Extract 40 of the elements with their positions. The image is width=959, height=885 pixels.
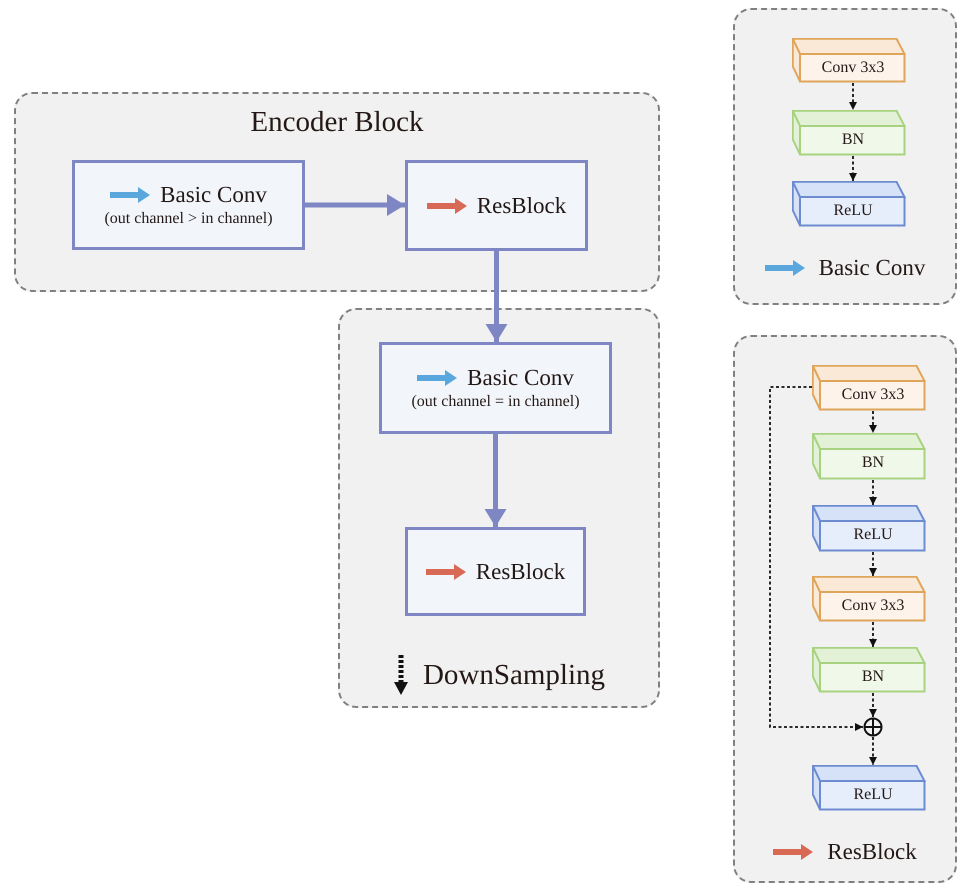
arrow <box>849 83 857 110</box>
layer-label: BN <box>860 454 886 472</box>
arrow <box>869 552 877 576</box>
arrow <box>769 386 863 731</box>
process-box <box>405 160 588 251</box>
panel-label: DownSampling <box>422 658 606 692</box>
sum-circle <box>863 717 883 737</box>
process-box <box>379 342 612 434</box>
arrow <box>305 194 405 216</box>
layer-label: Conv 3x3 <box>840 386 906 404</box>
group-panel <box>14 92 660 292</box>
layer-label: ReLU <box>852 786 894 804</box>
arrow <box>486 251 508 342</box>
panel-label: Basic Conv <box>818 255 926 281</box>
panel-label: ResBlock <box>827 839 917 865</box>
group-panel <box>733 8 957 305</box>
layer-label: ReLU <box>852 526 894 544</box>
layer-label: BN <box>840 131 866 149</box>
arrow <box>869 622 877 647</box>
arrow <box>869 737 877 765</box>
box-title: Basic Conv <box>160 182 267 208</box>
arrow <box>869 693 877 717</box>
box-subtitle: (out channel > in channel) <box>104 210 273 228</box>
group-panel <box>733 335 957 883</box>
group-panel <box>338 308 660 708</box>
box-subtitle: (out channel = in channel) <box>411 393 580 411</box>
layer-label: Conv 3x3 <box>820 59 886 77</box>
box-title: ResBlock <box>476 558 566 584</box>
box-title: ResBlock <box>476 192 566 218</box>
layer-label: ReLU <box>832 202 874 220</box>
layer-label: Conv 3x3 <box>840 597 906 615</box>
arrow <box>869 480 877 505</box>
process-box <box>72 160 305 250</box>
arrow <box>849 156 857 181</box>
panel-title: Encoder Block <box>249 106 425 139</box>
layer-label: BN <box>860 668 886 686</box>
process-box <box>405 527 586 616</box>
arrow <box>869 411 877 433</box>
box-title: Basic Conv <box>467 365 574 391</box>
arrow <box>484 434 506 527</box>
